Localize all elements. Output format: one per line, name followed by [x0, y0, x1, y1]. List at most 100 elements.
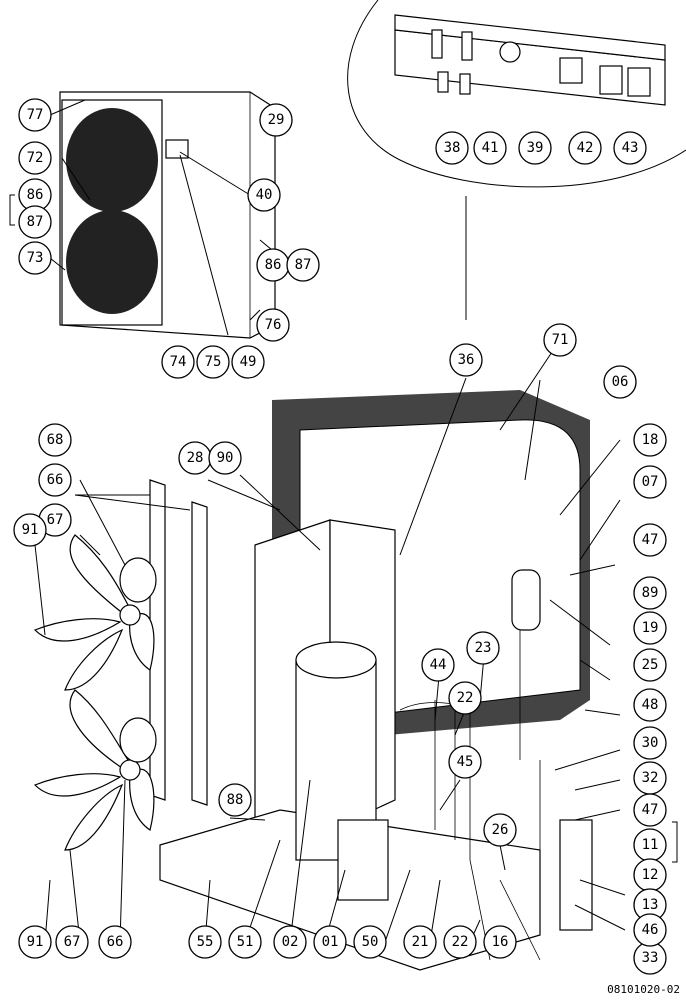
callout-circle [13, 513, 47, 547]
callout-circle [18, 98, 52, 132]
control-board [394, 14, 666, 106]
callout-circle [188, 925, 222, 959]
callout-label: 67 [64, 934, 81, 950]
callout-86: 86 [256, 248, 290, 282]
callout-circle [633, 465, 667, 499]
callout-circle [633, 913, 667, 947]
callout-circle [603, 365, 637, 399]
callout-label: 66 [107, 934, 124, 950]
callout-45: 45 [448, 745, 482, 779]
callout-label: 38 [444, 140, 461, 156]
callout-91: 91 [13, 513, 47, 547]
plate-heat-exchanger [559, 819, 593, 931]
callout-72: 72 [18, 141, 52, 175]
callout-55: 55 [188, 925, 222, 959]
callout-circle [633, 793, 667, 827]
callout-19: 19 [633, 611, 667, 645]
callout-label: 30 [642, 735, 659, 751]
callout-circle [466, 631, 500, 665]
callout-circle [633, 688, 667, 722]
callout-label: 88 [227, 792, 244, 808]
callout-label: 19 [642, 620, 659, 636]
callout-22: 22 [443, 925, 477, 959]
callout-label: 11 [642, 837, 659, 853]
callout-circle [613, 131, 647, 165]
callout-circle [98, 925, 132, 959]
callout-16: 16 [483, 925, 517, 959]
callout-32: 32 [633, 761, 667, 795]
callout-label: 48 [642, 697, 659, 713]
callout-41: 41 [473, 131, 507, 165]
callout-66: 66 [38, 463, 72, 497]
callout-label: 39 [527, 140, 544, 156]
callout-circle [18, 141, 52, 175]
callout-label: 86 [265, 257, 282, 273]
callout-label: 32 [642, 770, 659, 786]
callout-circle [633, 423, 667, 457]
callout-circle [161, 345, 195, 379]
callout-circle [403, 925, 437, 959]
callout-circle [633, 576, 667, 610]
callout-67: 67 [55, 925, 89, 959]
callout-circle [18, 241, 52, 275]
callout-71: 71 [543, 323, 577, 357]
callout-29: 29 [259, 103, 293, 137]
callout-68: 68 [38, 423, 72, 457]
callout-91: 91 [18, 925, 52, 959]
callout-label: 22 [457, 690, 474, 706]
drawing-code: 08101020-02 [607, 983, 680, 996]
callout-44: 44 [421, 648, 455, 682]
callout-circle [633, 611, 667, 645]
callout-circle [256, 308, 290, 342]
callout-circle [18, 925, 52, 959]
callout-07: 07 [633, 465, 667, 499]
callout-circle [633, 648, 667, 682]
callout-47: 47 [633, 523, 667, 557]
callout-label: 40 [256, 187, 273, 203]
callout-label: 49 [240, 354, 257, 370]
callout-label: 75 [205, 354, 222, 370]
callout-73: 73 [18, 241, 52, 275]
callout-label: 28 [187, 450, 204, 466]
callout-circle [259, 103, 293, 137]
callout-12: 12 [633, 858, 667, 892]
callout-circle [435, 131, 469, 165]
detail-bubble-outline [347, 0, 686, 188]
callout-02: 02 [273, 925, 307, 959]
callout-label: 45 [457, 754, 474, 770]
outdoor-unit-assembled [59, 91, 276, 339]
callout-87: 87 [286, 248, 320, 282]
callout-36: 36 [449, 343, 483, 377]
callout-circle [353, 925, 387, 959]
group-bracket-11-13 [672, 821, 678, 863]
callout-circle [231, 345, 265, 379]
callout-label: 87 [295, 257, 312, 273]
callout-label: 26 [492, 822, 509, 838]
callout-label: 42 [577, 140, 594, 156]
callout-42: 42 [568, 131, 602, 165]
fan-bracket-2 [191, 501, 208, 806]
callout-label: 41 [482, 140, 499, 156]
callout-01: 01 [313, 925, 347, 959]
fan-upper [33, 534, 155, 691]
callout-label: 86 [27, 187, 44, 203]
callout-label: 91 [27, 934, 44, 950]
callout-label: 72 [27, 150, 44, 166]
callout-circle [633, 523, 667, 557]
callout-label: 89 [642, 585, 659, 601]
callout-label: 73 [27, 250, 44, 266]
callout-33: 33 [633, 941, 667, 975]
fan-motor-upper [119, 557, 157, 603]
callout-circle [208, 441, 242, 475]
callout-circle [247, 178, 281, 212]
callout-label: 67 [47, 512, 64, 528]
callout-87: 87 [18, 205, 52, 239]
callout-label: 25 [642, 657, 659, 673]
callout-label: 47 [642, 532, 659, 548]
callout-76: 76 [256, 308, 290, 342]
callout-label: 16 [492, 934, 509, 950]
callout-label: 68 [47, 432, 64, 448]
callout-circle [18, 205, 52, 239]
callout-90: 90 [208, 441, 242, 475]
callout-46: 46 [633, 913, 667, 947]
